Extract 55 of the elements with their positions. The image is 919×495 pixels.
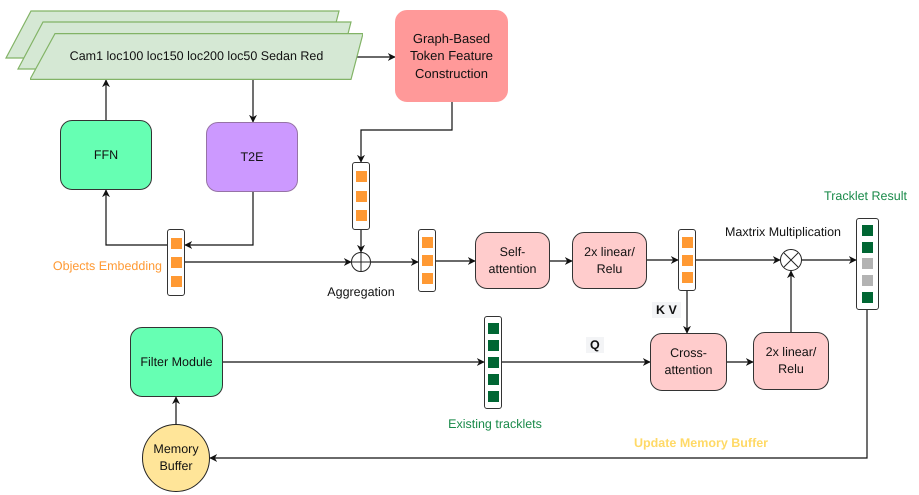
process-box xyxy=(395,10,508,102)
arrow xyxy=(357,230,365,253)
data-sheet xyxy=(30,33,363,80)
process-box xyxy=(60,120,152,190)
multiply-symbol xyxy=(780,249,802,271)
arrow xyxy=(727,358,754,366)
token-column xyxy=(856,218,879,310)
arrow xyxy=(683,291,691,334)
process-box xyxy=(753,332,829,390)
process-box xyxy=(572,232,647,289)
node-label: Cross-attention xyxy=(664,345,714,379)
token-column xyxy=(352,162,370,230)
arrow xyxy=(357,102,453,163)
arrow xyxy=(184,192,254,249)
node-label: 2x linear/ Relu xyxy=(583,244,636,278)
arrow xyxy=(371,258,419,266)
caption-label: Aggregation xyxy=(326,285,396,299)
arrow xyxy=(249,80,257,123)
caption-label: Maxtrix Multiplication xyxy=(724,225,842,239)
node-label: Cam1 loc100 loc150 loc200 loc50 Sedan Red xyxy=(70,48,324,65)
arrow xyxy=(102,189,167,246)
arrow xyxy=(802,256,857,264)
node-label: Self-attention xyxy=(488,244,538,278)
arrow xyxy=(550,257,573,265)
process-box xyxy=(650,333,727,391)
process-box xyxy=(206,122,298,192)
token-column xyxy=(167,229,185,296)
arrow xyxy=(357,53,396,61)
node-label: Memory Buffer xyxy=(152,441,200,475)
sum-symbol xyxy=(351,252,371,272)
caption-label: Existing tracklets xyxy=(447,417,543,431)
caption-label: Tracklet Result xyxy=(823,189,908,203)
token-column xyxy=(418,229,436,292)
arrow xyxy=(647,256,679,264)
token-column xyxy=(484,316,502,409)
node-label: FFN xyxy=(94,146,118,164)
node-label: Filter Module xyxy=(140,354,213,370)
node-label: 2x linear/ Relu xyxy=(764,344,818,378)
process-box xyxy=(130,327,223,397)
arrow xyxy=(436,257,476,265)
arrow xyxy=(102,79,110,120)
node-label: Graph-Based Token Feature Construction xyxy=(408,30,494,82)
arrow xyxy=(172,396,180,424)
arrow xyxy=(787,270,795,332)
arrow xyxy=(223,358,485,366)
arrow xyxy=(696,256,781,264)
arrow xyxy=(502,358,651,366)
process-box xyxy=(475,232,550,289)
node-label: T2E xyxy=(240,148,264,166)
arrow xyxy=(185,258,352,266)
caption-label: Objects Embedding xyxy=(52,259,162,273)
token-column xyxy=(678,229,696,291)
arrow xyxy=(209,310,868,462)
edge-label: K V xyxy=(652,302,681,318)
edge-label: Q xyxy=(586,337,604,353)
